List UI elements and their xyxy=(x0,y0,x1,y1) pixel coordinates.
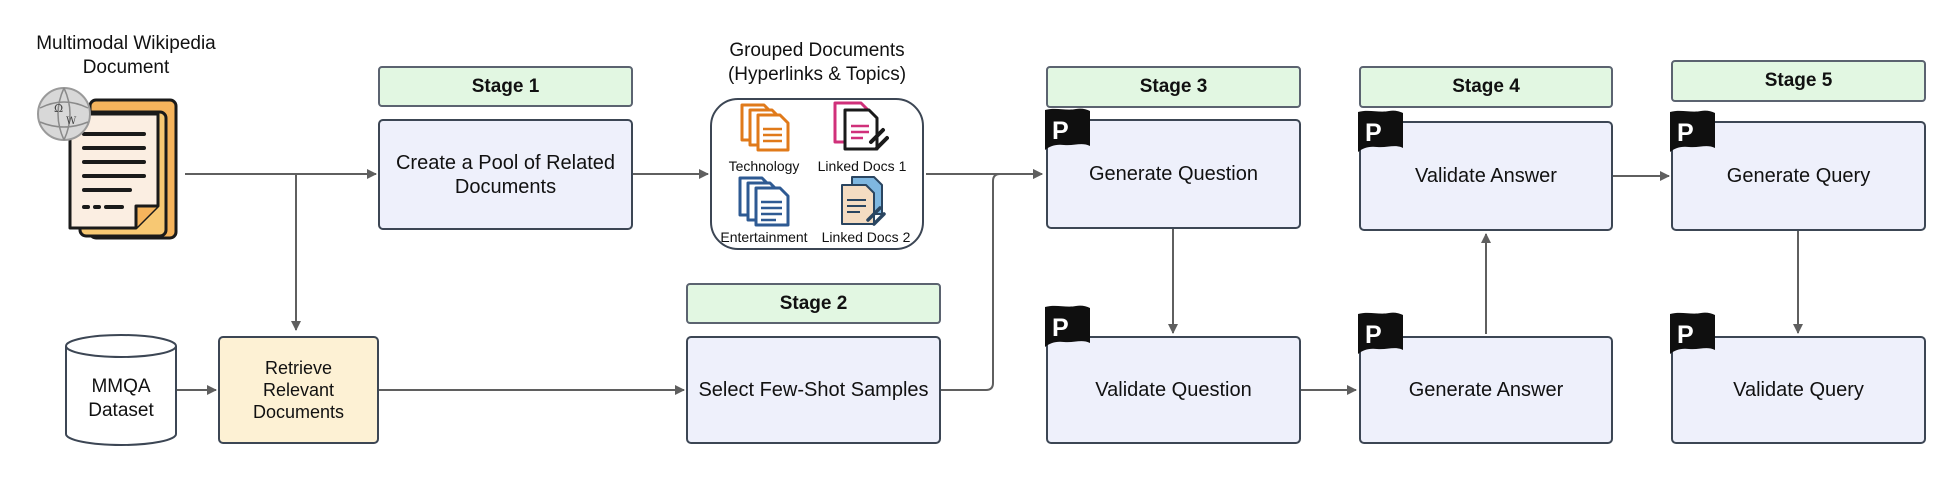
prompt-flag-icon: P xyxy=(1358,312,1403,354)
stage-2-header: Stage 2 xyxy=(686,283,941,324)
grouped-item-label: Technology xyxy=(728,158,800,174)
create-pool-box: Create a Pool of Related Documents xyxy=(378,119,633,230)
arrow-fewshot-to-genq xyxy=(941,169,1043,391)
stage-5-header: Stage 5 xyxy=(1671,60,1926,102)
prompt-flag-icon: P xyxy=(1670,110,1715,152)
grouped-item-label: Entertainment xyxy=(720,229,808,245)
beige-linked-documents-icon xyxy=(841,176,886,226)
grouped-item-label: Linked Docs 2 xyxy=(821,229,911,245)
svg-text:P: P xyxy=(1365,321,1382,349)
grouped-documents-title: Grouped Documents (Hyperlinks & Topics) xyxy=(727,40,907,85)
validate-query-box: Validate Query xyxy=(1671,336,1926,444)
svg-text:P: P xyxy=(1365,119,1382,147)
source-document-label: Multimodal Wikipedia Document xyxy=(36,33,216,78)
stage-4-header: Stage 4 xyxy=(1359,66,1613,108)
svg-text:P: P xyxy=(1677,321,1694,349)
svg-text:P: P xyxy=(1052,117,1069,145)
svg-text:P: P xyxy=(1677,119,1694,147)
validate-question-box: Validate Question xyxy=(1046,336,1301,444)
dataset-label: MMQA Dataset xyxy=(88,376,154,421)
prompt-flag-icon: P xyxy=(1670,312,1715,354)
svg-text:W: W xyxy=(66,116,77,127)
wikipedia-document-stack-icon: Ω W xyxy=(37,87,178,240)
svg-text:Ω: Ω xyxy=(54,102,63,115)
database-cylinder-icon xyxy=(65,334,177,446)
svg-text:P: P xyxy=(1052,314,1069,342)
orange-documents-icon xyxy=(740,103,790,152)
generate-answer-box: Generate Answer xyxy=(1359,336,1613,444)
select-few-shot-box: Select Few-Shot Samples xyxy=(686,336,941,444)
stage-1-header: Stage 1 xyxy=(378,66,633,107)
prompt-flag-icon: P xyxy=(1358,110,1403,152)
grouped-item-label: Linked Docs 1 xyxy=(817,158,907,174)
prompt-flag-icon: P xyxy=(1045,305,1090,347)
stage-3-header: Stage 3 xyxy=(1046,66,1301,108)
prompt-flag-icon: P xyxy=(1045,108,1090,150)
pink-linked-documents-icon xyxy=(833,101,889,151)
blue-documents-icon xyxy=(738,176,790,227)
retrieve-documents-box: Retrieve Relevant Documents xyxy=(218,336,379,444)
